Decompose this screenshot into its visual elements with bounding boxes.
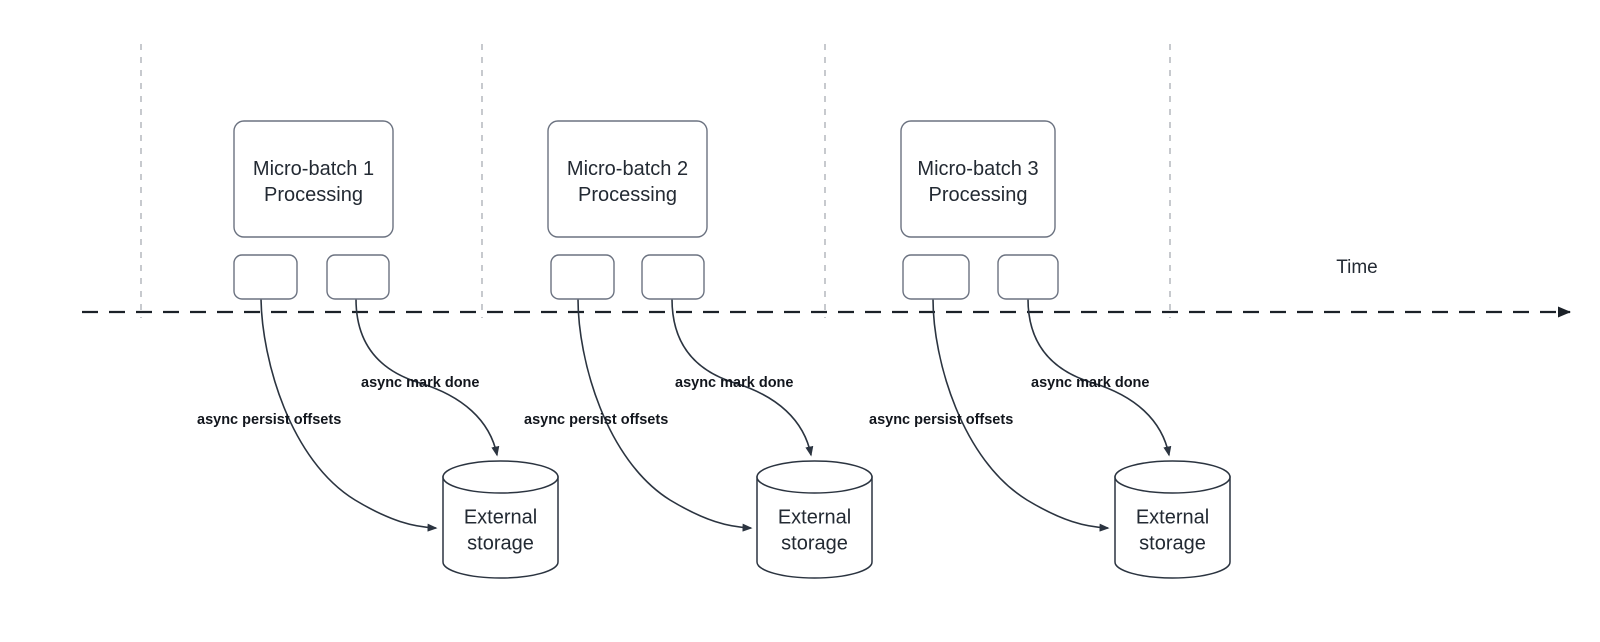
micro-batch-2-task-box-left[interactable]	[550, 254, 615, 300]
micro-batch-2-processing-box-line2: Processing	[578, 184, 677, 206]
micro-batch-3-processing-box-line2: Processing	[929, 184, 1028, 206]
micro-batch-2-processing-box[interactable]: Micro-batch 2 Processing	[547, 120, 708, 238]
async-persist-offsets-edge-2	[577, 298, 753, 532]
time-axis: Time	[82, 257, 1571, 318]
async-mark-done-edge-2	[671, 298, 814, 457]
async-mark-done-edge-3-label: async mark done	[1031, 375, 1149, 391]
async-persist-offsets-edge-2-label: async persist offsets	[524, 412, 668, 428]
async-mark-done-edge-1	[355, 298, 500, 457]
external-storage-3-line1: External	[1136, 507, 1209, 529]
async-persist-offsets-edge-1-label: async persist offsets	[197, 412, 341, 428]
async-mark-done-edge-3	[1027, 298, 1172, 457]
external-storage-2-top	[756, 460, 873, 494]
external-storage-1-top	[442, 460, 559, 494]
micro-batch-3-task-box-right[interactable]	[997, 254, 1059, 300]
micro-batch-1-processing-box-line2: Processing	[264, 184, 363, 206]
micro-batch-2-processing-box-shape	[547, 120, 708, 238]
time-axis-label: Time	[1336, 257, 1378, 278]
external-storage-3[interactable]: External storage	[1114, 460, 1231, 579]
async-mark-done-edge-1-label: async mark done	[361, 375, 479, 391]
flow-edges	[260, 298, 1172, 532]
micro-batch-3-processing-box[interactable]: Micro-batch 3 Processing	[900, 120, 1056, 238]
edge-labels: async persist offsets async mark done asyn…	[197, 375, 1149, 428]
micro-batch-3-processing-box-shape	[900, 120, 1056, 238]
external-storage-2-body	[756, 476, 873, 579]
external-storage-2-line2: storage	[781, 533, 848, 555]
micro-batch-2-task-box-right[interactable]	[641, 254, 705, 300]
micro-batch-2-processing-box-line1: Micro-batch 2	[567, 158, 688, 180]
async-persist-offsets-edge-3-label: async persist offsets	[869, 412, 1013, 428]
external-storage-2[interactable]: External storage	[756, 460, 873, 579]
external-storage-1-line1: External	[464, 507, 537, 529]
external-storage-3-top	[1114, 460, 1231, 494]
micro-batch-1-task-box-right[interactable]	[326, 254, 390, 300]
micro-batch-1-task-box-left[interactable]	[233, 254, 298, 300]
async-persist-offsets-edge-1	[260, 298, 438, 532]
external-storage-2-line1: External	[778, 507, 851, 529]
micro-batch-1-processing-box[interactable]: Micro-batch 1 Processing	[233, 120, 394, 238]
micro-batch-1-processing-box-line1: Micro-batch 1	[253, 158, 374, 180]
external-storage-1-line2: storage	[467, 533, 534, 555]
micro-batch-3-processing-box-line1: Micro-batch 3	[917, 158, 1038, 180]
micro-batch-3-task-box-left[interactable]	[902, 254, 970, 300]
async-mark-done-edge-2-label: async mark done	[675, 375, 793, 391]
micro-batch-1-processing-box-shape	[233, 120, 394, 238]
async-persist-offsets-edge-3	[932, 298, 1110, 532]
external-storage-3-line2: storage	[1139, 533, 1206, 555]
external-storage-3-body	[1114, 476, 1231, 579]
external-storage-1[interactable]: External storage	[442, 460, 559, 579]
external-storage-1-body	[442, 476, 559, 579]
